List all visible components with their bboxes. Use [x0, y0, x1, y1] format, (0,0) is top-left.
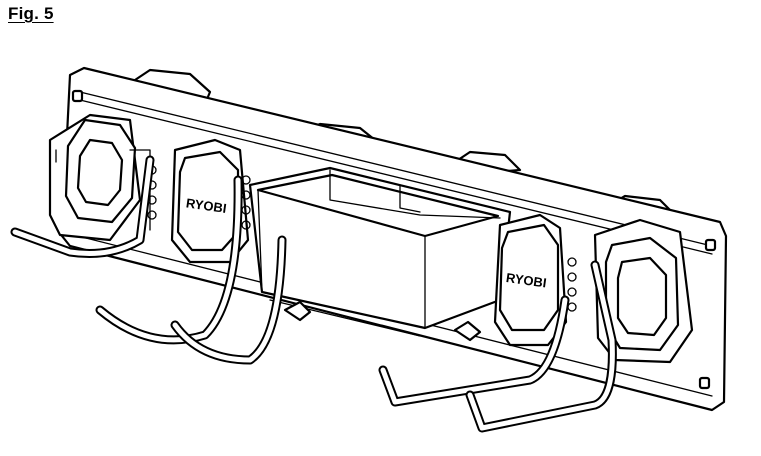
figure-label: Fig. 5 — [8, 4, 54, 23]
hook-4 — [378, 295, 570, 407]
brand-logo-right: RYOBI — [505, 270, 547, 291]
left-bracket — [48, 113, 157, 242]
hook-2 — [95, 175, 243, 345]
hook-5 — [465, 260, 617, 433]
bracket-ryobi-left: RYOBI — [170, 138, 251, 264]
bracket-ryobi-right: RYOBI — [493, 213, 577, 347]
brand-logo-left: RYOBI — [185, 195, 227, 216]
right-bracket — [593, 218, 694, 364]
hook-3 — [170, 235, 287, 365]
hooks — [10, 155, 617, 433]
hook-1 — [10, 155, 155, 258]
